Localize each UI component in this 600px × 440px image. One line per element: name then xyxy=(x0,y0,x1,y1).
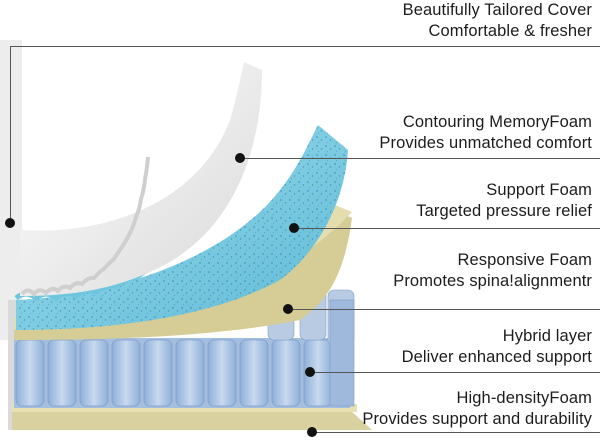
responsive-leader-line xyxy=(292,309,600,310)
cover-title: Beautifully Tailored Cover xyxy=(402,1,592,19)
memory-title: Contouring MemoryFoam xyxy=(402,113,592,131)
memory-foam-speckle xyxy=(16,125,348,330)
support-leader-dot xyxy=(289,223,299,233)
cover-leader-dot xyxy=(5,218,15,228)
responsive-foam-layer xyxy=(14,210,352,340)
responsive-label: Responsive Foam Promotes spina!alignment… xyxy=(393,250,592,292)
support-title: Support Foam xyxy=(486,181,592,199)
cover-leader-vertical xyxy=(10,46,11,218)
support-subtitle: Targeted pressure relief xyxy=(416,202,592,220)
support-label: Support Foam Targeted pressure relief xyxy=(416,180,592,222)
support-leader-line xyxy=(298,228,600,229)
high-density-foam-layer xyxy=(12,410,372,430)
hybrid-title: Hybrid layer xyxy=(502,327,592,345)
memory-leader-dot xyxy=(235,153,245,163)
highdensity-leader-dot xyxy=(307,427,317,437)
mattress-side-edge xyxy=(0,40,22,340)
highdensity-leader-line xyxy=(316,432,600,433)
responsive-subtitle: Promotes spina!alignmentr xyxy=(393,272,592,290)
cover-subtitle: Comfortable & fresher xyxy=(428,22,592,40)
highdensity-subtitle: Provides support and durability xyxy=(362,410,592,428)
memory-subtitle: Provides unmatched comfort xyxy=(379,134,592,152)
cover-leader-line xyxy=(10,46,600,47)
hybrid-subtitle: Deliver enhanced support xyxy=(401,348,592,366)
cover-quilt-edge xyxy=(20,156,150,298)
hybrid-label: Hybrid layer Deliver enhanced support xyxy=(402,326,592,368)
responsive-leader-dot xyxy=(283,304,293,314)
memory-label: Contouring MemoryFoam Provides unmatched… xyxy=(379,112,592,154)
cover-label: Beautifully Tailored Cover Comfortable &… xyxy=(403,0,592,42)
hybrid-leader-dot xyxy=(305,367,315,377)
highdensity-title: High-densityFoam xyxy=(456,389,592,407)
memory-leader-line xyxy=(244,158,600,159)
highdensity-label: High-densityFoam Provides support and du… xyxy=(362,388,592,430)
cover-layer xyxy=(20,62,262,296)
hybrid-leader-line xyxy=(314,372,600,373)
responsive-title: Responsive Foam xyxy=(457,251,592,269)
